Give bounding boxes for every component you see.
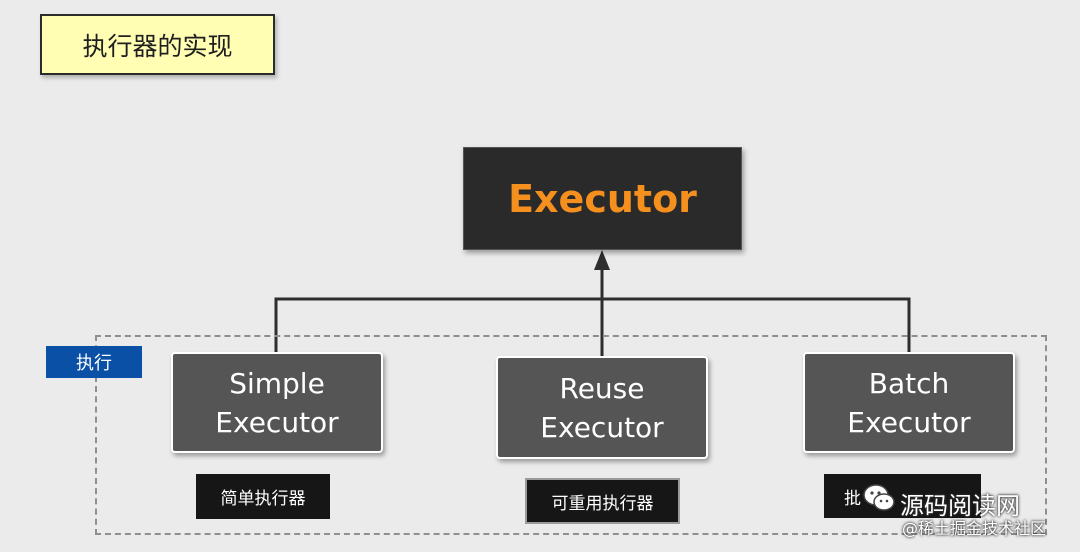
simple-executor-box: Simple Executor [171, 352, 383, 453]
reuse-executor-line2: Executor [540, 410, 664, 444]
executor-group-frame [95, 335, 1047, 535]
watermark-subtext: @稀土掘金技术社区 [902, 519, 1047, 538]
page-title: 执行器的实现 [40, 14, 275, 75]
wechat-icon [863, 484, 895, 511]
connector-batch [602, 297, 911, 352]
simple-executor-line1: Simple [229, 366, 325, 400]
batch-executor-line1: Batch [868, 366, 950, 400]
executor-group-label: 执行 [46, 346, 142, 378]
batch-executor-box: Batch Executor [803, 352, 1015, 453]
arrow-head-icon [594, 250, 610, 270]
connector-simple [274, 297, 602, 352]
reuse-executor-cn-label: 可重用执行器 [525, 478, 680, 524]
batch-executor-cn-label: 批 [824, 474, 981, 518]
reuse-executor-box: Reuse Executor [496, 356, 708, 459]
simple-executor-cn-label: 简单执行器 [196, 474, 330, 519]
executor-interface-box: Executor [463, 147, 742, 250]
batch-executor-line2: Executor [847, 405, 971, 439]
watermark-text: 源码阅读网 [900, 492, 1020, 520]
reuse-executor-line1: Reuse [559, 371, 645, 405]
simple-executor-line2: Executor [215, 405, 339, 439]
